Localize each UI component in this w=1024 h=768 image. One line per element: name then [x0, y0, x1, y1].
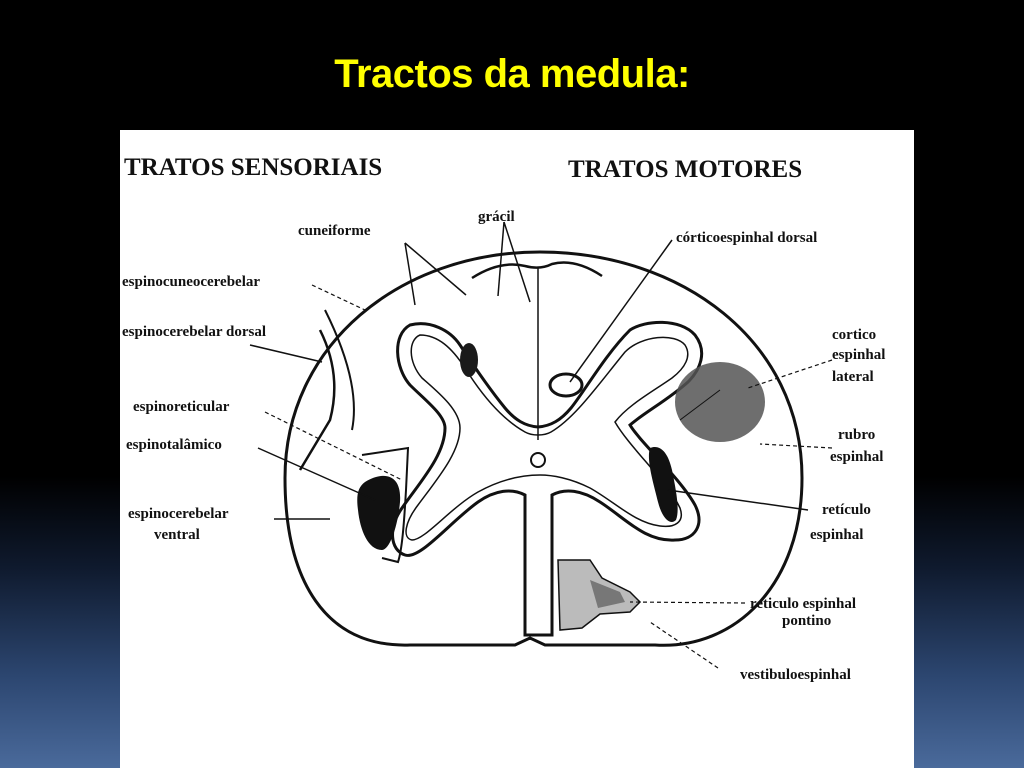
label-espinoreticular: espinoreticular [133, 399, 230, 415]
leader-cuneiforme-2 [404, 242, 416, 306]
header-sensory-tracts: TRATOS SENSORIAIS [124, 154, 383, 181]
leader-espinoreticular [264, 411, 403, 481]
dorsal-spinocerebellar-region [460, 343, 478, 377]
dorsal-tract-boundary [324, 309, 355, 431]
header-motor-tracts: TRATOS MOTORES [568, 156, 803, 183]
spinothalamic-outline [361, 446, 410, 564]
corticospinal-lateral-region [675, 362, 765, 442]
label-espinotalamico: espinotalâmico [126, 437, 222, 453]
label-cortico-lateral-3: lateral [832, 369, 874, 385]
leader-espinocerebelar-dorsal [249, 344, 323, 363]
label-gracil: grácil [478, 209, 515, 225]
leader-reticulo [667, 489, 809, 511]
leader-gracil-2 [503, 221, 531, 303]
label-cortico-lateral-1: cortico [832, 327, 877, 343]
label-reticulo-pontino-1: reticulo espinhal [750, 596, 856, 612]
label-reticulo-1: retículo [822, 502, 871, 518]
grey-matter-inner [405, 334, 689, 541]
label-rubro-1: rubro [838, 427, 876, 443]
label-reticulo-2: espinhal [810, 527, 864, 543]
leader-espinocuneocerebelar [311, 284, 366, 311]
spinal-cord-diagram [249, 221, 833, 669]
label-reticulo-pontino-2: pontino [782, 613, 832, 629]
leader-reticulo-pontino [629, 601, 746, 604]
label-corticoespinhal-dorsal: córticoespinhal dorsal [676, 230, 818, 246]
slide-title: Tractos da medula: [334, 52, 690, 96]
leader-espinotalamico [257, 447, 376, 501]
leader-rubro [759, 443, 833, 449]
label-espinocerebelar-dorsal: espinocerebelar dorsal [122, 324, 267, 340]
label-rubro-2: espinhal [830, 449, 884, 465]
leader-cortico-lateral [747, 359, 833, 389]
cord-outline [283, 250, 804, 647]
anterior-horn-line [679, 389, 721, 421]
label-espinocerebelar-ventral-1: espinocerebelar [128, 506, 229, 522]
leader-gracil-1 [497, 221, 505, 297]
grey-matter-outer [391, 320, 704, 637]
leader-cuneiforme-1 [404, 242, 467, 296]
label-espinocerebelar-ventral-2: ventral [154, 527, 200, 543]
spinal-cord-figure: TRATOS SENSORIAIS TRATOS MOTORES cuneifo… [120, 130, 914, 768]
reticulospinal-region [648, 446, 678, 522]
label-cortico-lateral-2: espinhal [832, 347, 886, 363]
dorsal-notch [471, 261, 603, 280]
spinothalamic-region [357, 475, 401, 550]
label-cuneiforme: cuneiforme [298, 223, 371, 239]
ventral-spinocerebellar-boundary [298, 329, 336, 471]
central-canal [530, 452, 546, 468]
corticospinal-dorsal-region [548, 372, 584, 398]
leader-corticoespinhal-dorsal [569, 239, 673, 383]
label-espinocuneocerebelar: espinocuneocerebelar [122, 274, 261, 290]
vestibulospinal-region [590, 580, 625, 608]
label-vestibuloespinhal: vestibuloespinhal [740, 667, 851, 683]
